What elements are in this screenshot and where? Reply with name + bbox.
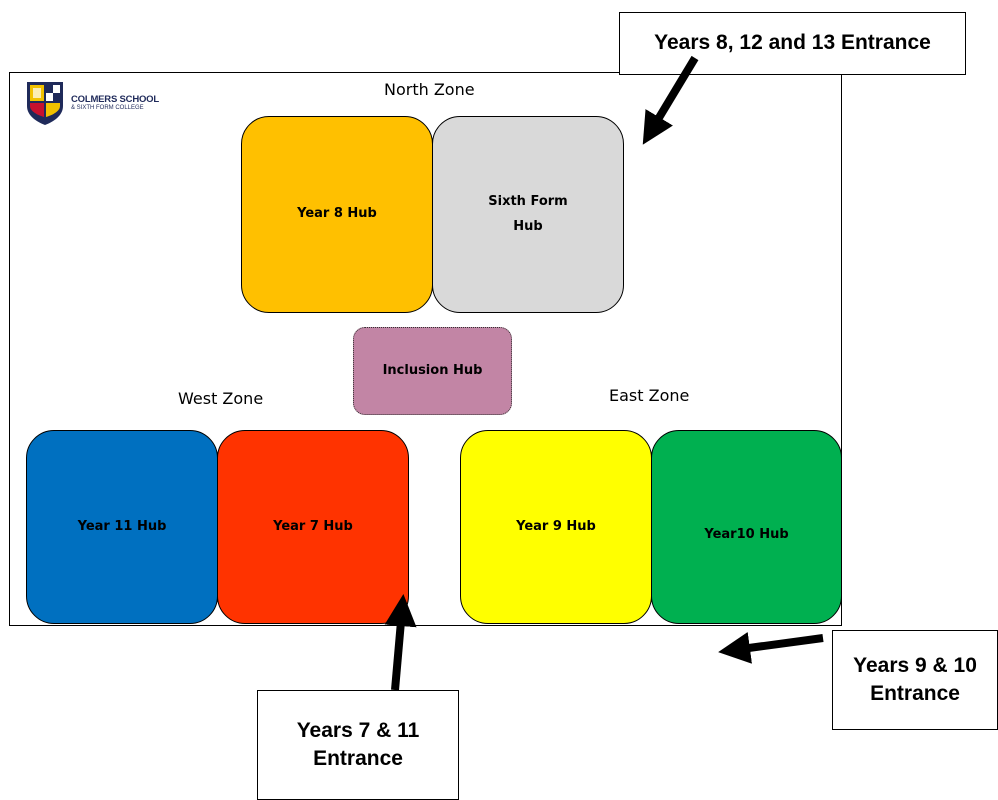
entrance-years-9-10-label: Years 9 & 10 Entrance bbox=[853, 653, 977, 705]
inclusion-hub-label: Inclusion Hub bbox=[382, 362, 483, 378]
inclusion-hub: Inclusion Hub bbox=[353, 327, 512, 415]
year-10-hub: Year10 Hub bbox=[651, 430, 842, 624]
west-zone-label: West Zone bbox=[178, 389, 264, 408]
year-8-hub: Year 8 Hub bbox=[241, 116, 433, 313]
year-7-hub-label: Year 7 Hub bbox=[273, 518, 353, 534]
year-11-hub: Year 11 Hub bbox=[26, 430, 218, 624]
entrance-years-9-10: Years 9 & 10 Entrance bbox=[832, 630, 998, 730]
year-7-hub: Year 7 Hub bbox=[217, 430, 409, 624]
school-subtitle: & SIXTH FORM COLLEGE bbox=[71, 105, 144, 112]
school-name: COLMERS SCHOOL bbox=[71, 93, 159, 105]
year-10-hub-label: Year10 Hub bbox=[704, 526, 789, 542]
year-11-hub-label: Year 11 Hub bbox=[77, 518, 167, 534]
year-9-hub-label: Year 9 Hub bbox=[516, 518, 596, 534]
arrow-east-entrance-icon bbox=[718, 632, 824, 664]
sixth-form-hub: Sixth Form Hub bbox=[432, 116, 624, 313]
entrance-years-8-12-13: Years 8, 12 and 13 Entrance bbox=[619, 12, 966, 75]
school-logo: COLMERS SCHOOL & SIXTH FORM COLLEGE bbox=[25, 80, 159, 126]
entrance-years-8-12-13-label: Years 8, 12 and 13 Entrance bbox=[654, 31, 931, 55]
year-8-hub-label: Year 8 Hub bbox=[297, 206, 377, 222]
year-9-hub: Year 9 Hub bbox=[460, 430, 652, 624]
north-zone-label: North Zone bbox=[384, 80, 475, 99]
school-crest-icon bbox=[27, 82, 63, 125]
sixth-form-hub-label: Sixth Form Hub bbox=[488, 193, 568, 234]
entrance-years-7-11: Years 7 & 11 Entrance bbox=[257, 690, 459, 800]
east-zone-label: East Zone bbox=[609, 386, 690, 405]
entrance-years-7-11-label: Years 7 & 11 Entrance bbox=[296, 718, 420, 770]
